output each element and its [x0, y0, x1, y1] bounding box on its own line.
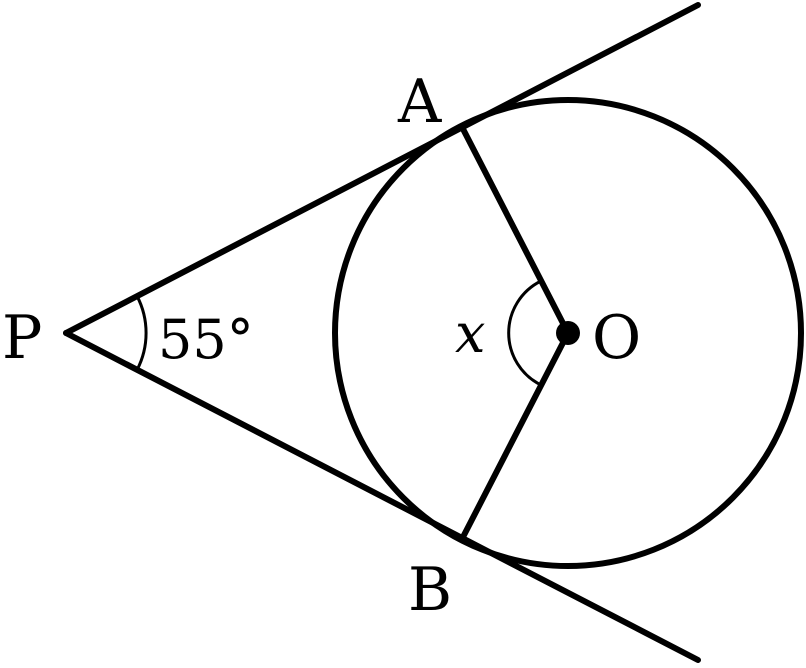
angle-arc-o [507, 279, 542, 387]
radius-oa [459, 124, 571, 336]
radius-ob [459, 330, 571, 542]
angle-arc-p [135, 295, 148, 371]
circle [332, 97, 804, 569]
label-point-b: B [408, 555, 452, 625]
angle-label-p: 55° [158, 308, 254, 371]
tangent-line-pa [63, 2, 701, 336]
label-point-o: O [592, 303, 641, 373]
angle-label-x: x [455, 302, 485, 365]
label-point-p: P [2, 303, 42, 373]
center-point-o [556, 321, 580, 345]
tangent-line-pb [63, 330, 701, 663]
label-point-a: A [397, 67, 442, 137]
